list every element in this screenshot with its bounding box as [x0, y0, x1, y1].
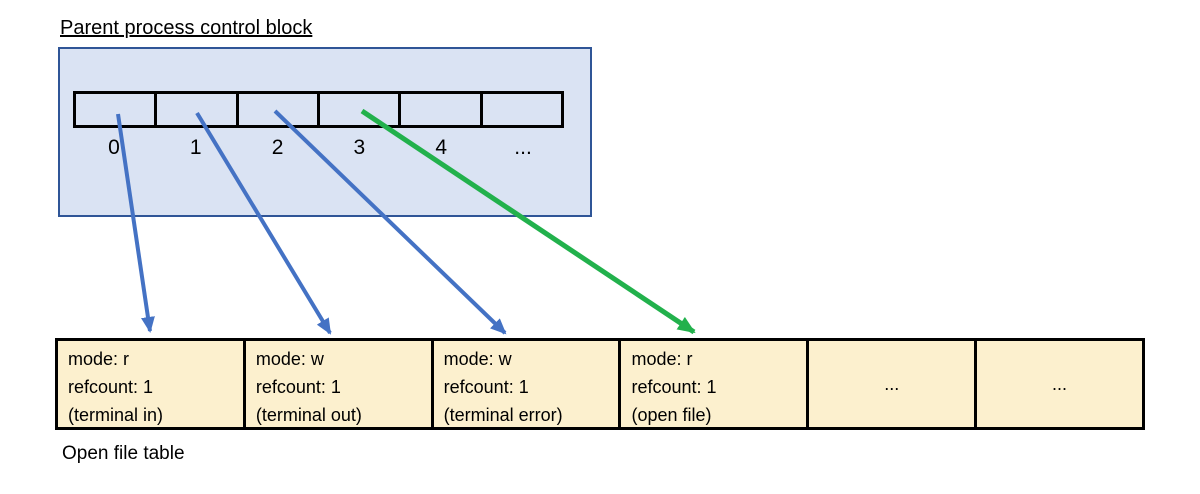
- open-file-table-label: Open file table: [62, 443, 185, 464]
- fd-slot-row: [73, 91, 564, 128]
- entry-refcount: refcount: 1: [631, 377, 717, 397]
- entry-desc: (terminal in): [68, 405, 164, 425]
- fd-slot-1: [157, 94, 239, 125]
- open-file-table: mode: r refcount: 1 (terminal in) mode: …: [55, 338, 1145, 430]
- fd-index-4: 4: [435, 136, 448, 159]
- fd-index-3: 3: [353, 136, 366, 159]
- entry-desc: (open file): [631, 405, 712, 425]
- entry-refcount: refcount: 1: [255, 377, 341, 397]
- entry-refcount: refcount: 1: [68, 377, 154, 397]
- fd-slot-4: [401, 94, 483, 125]
- entry-desc: (terminal out): [255, 405, 362, 425]
- entry-mode: mode: r: [68, 349, 130, 369]
- oft-entry-terminal-in: mode: r refcount: 1 (terminal in): [58, 341, 246, 427]
- fd-index-more: ...: [514, 136, 532, 159]
- parent-process-control-block: [58, 47, 592, 217]
- entry-mode: mode: w: [443, 349, 512, 369]
- fd-slot-more: [483, 94, 561, 125]
- fd-slot-2: [239, 94, 320, 125]
- pcb-title: Parent process control block: [60, 17, 313, 39]
- fd-slot-3: [320, 94, 402, 125]
- oft-entry-terminal-error: mode: w refcount: 1 (terminal error): [434, 341, 622, 427]
- entry-desc: (terminal error): [443, 405, 563, 425]
- fd-index-labels: 0 1 2 3 4 ...: [73, 136, 564, 160]
- entry-mode: mode: r: [631, 349, 693, 369]
- fd-index-1: 1: [189, 136, 202, 159]
- oft-entry-ellipsis-2: ...: [1052, 374, 1068, 394]
- fd-slot-0: [76, 94, 158, 125]
- entry-mode: mode: w: [255, 349, 324, 369]
- entry-refcount: refcount: 1: [443, 377, 529, 397]
- fd-index-0: 0: [108, 136, 120, 159]
- oft-entry-open-file: mode: r refcount: 1 (open file): [621, 341, 810, 427]
- fd-index-2: 2: [271, 136, 284, 159]
- oft-entry-terminal-out: mode: w refcount: 1 (terminal out): [246, 341, 434, 427]
- oft-entry-ellipsis-1: ...: [809, 341, 978, 427]
